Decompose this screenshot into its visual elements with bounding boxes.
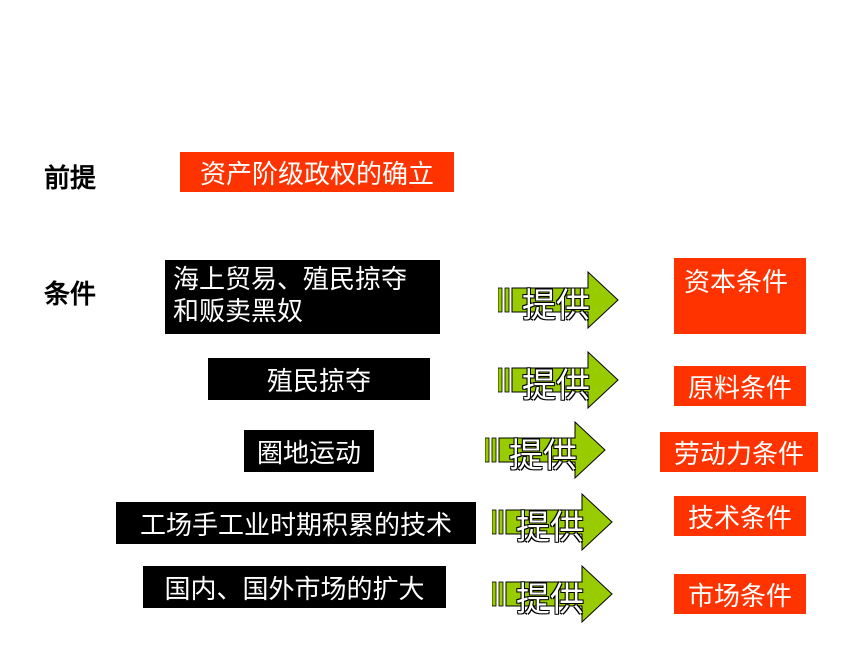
arrow-label: 提供 [516,508,584,548]
result-capital: 资本条件 [674,258,806,334]
conditions-label: 条件 [44,280,97,310]
provide-arrow: 提供 [492,564,614,624]
cause-box-trade: 海上贸易、殖民掠夺 和贩卖黑奴 [165,260,440,334]
provide-arrow: 提供 [485,420,607,480]
arrow-label: 提供 [509,436,577,476]
provide-arrow: 提供 [492,492,614,552]
result-market: 市场条件 [674,574,806,614]
result-raw-material: 原料条件 [674,366,806,406]
arrow-right-icon [492,492,613,552]
cause-box-technology: 工场手工业时期积累的技术 [116,502,476,544]
arrow-right-icon [485,420,606,480]
arrow-right-icon [498,270,619,330]
arrow-right-icon [498,350,619,410]
result-technology: 技术条件 [674,496,806,536]
arrow-label: 提供 [522,366,590,406]
cause-box-enclosure: 圈地运动 [244,430,374,472]
result-labor: 劳动力条件 [660,432,818,472]
premise-label: 前提 [44,164,97,194]
cause-box-market: 国内、国外市场的扩大 [143,566,446,608]
provide-arrow: 提供 [498,270,620,330]
cause-box-colonial: 殖民掠夺 [208,358,430,400]
arrow-label: 提供 [516,580,584,620]
provide-arrow: 提供 [498,350,620,410]
premise-box: 资产阶级政权的确立 [180,152,454,192]
arrow-right-icon [492,564,613,624]
arrow-label: 提供 [522,286,590,326]
